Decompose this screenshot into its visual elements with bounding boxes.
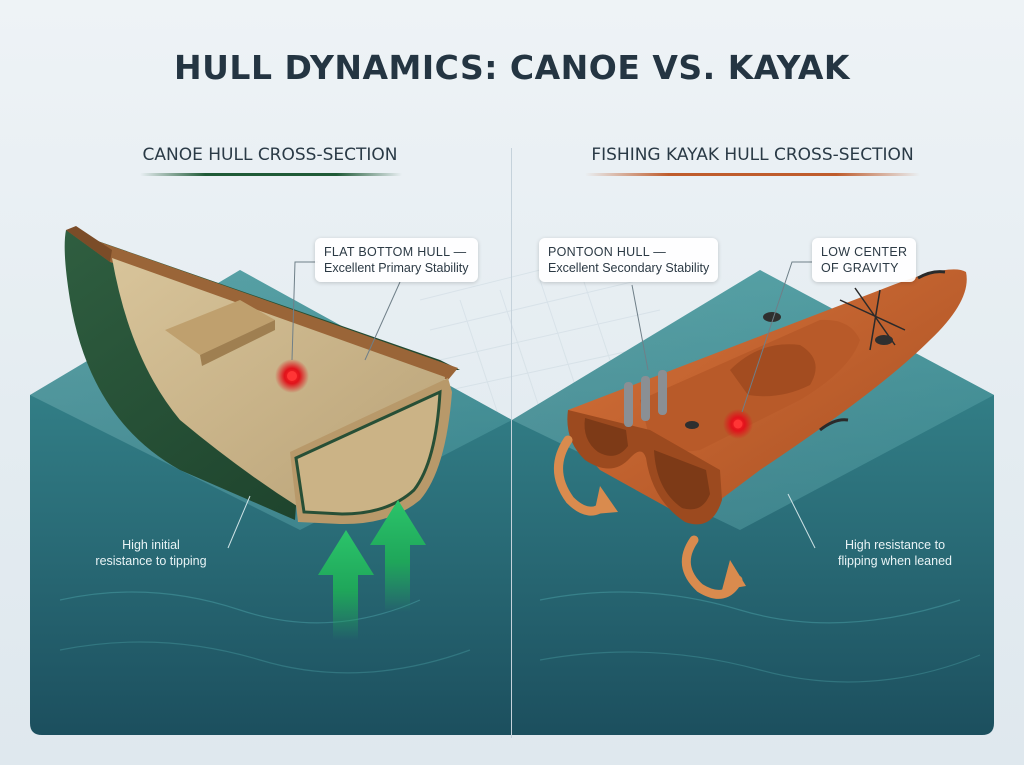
canoe-cog-dot bbox=[287, 371, 297, 381]
buoyancy-arrow-right-icon bbox=[370, 500, 426, 612]
page-title: HULL DYNAMICS: CANOE VS. KAYAK bbox=[174, 48, 850, 87]
kayak-note-leader bbox=[787, 493, 816, 549]
kayak-section-title: FISHING KAYAK HULL CROSS-SECTION bbox=[591, 145, 914, 165]
rotation-arrow-right-icon bbox=[681, 535, 743, 599]
flat-bottom-callout: FLAT BOTTOM HULL — Excellent Primary Sta… bbox=[315, 238, 478, 282]
kayak-note-line2: flipping when leaned bbox=[838, 554, 952, 568]
flat-bottom-callout-text: Excellent Primary Stability bbox=[324, 261, 469, 275]
pontoon-callout-text: Excellent Secondary Stability bbox=[548, 261, 710, 275]
canoe-note-line1: High initial bbox=[122, 538, 180, 552]
interior-leader bbox=[364, 281, 401, 361]
pontoon-callout-title: PONTOON HULL — bbox=[548, 245, 667, 259]
cog-leader bbox=[741, 261, 812, 413]
flat-bottom-callout-title: FLAT BOTTOM HULL — bbox=[324, 245, 467, 259]
rotation-arrowhead-right-icon bbox=[722, 560, 746, 590]
pontoon-leader bbox=[631, 284, 649, 371]
kayak-note-line1: High resistance to bbox=[844, 538, 946, 552]
center-of-gravity-callout: LOW CENTER OF GRAVITY bbox=[812, 238, 917, 282]
kayak-title-underline bbox=[585, 173, 920, 176]
panel-divider bbox=[511, 148, 512, 738]
pontoon-callout: PONTOON HULL — Excellent Secondary Stabi… bbox=[539, 238, 719, 282]
cog-callout-line2: OF GRAVITY bbox=[821, 261, 899, 275]
canoe-section-title: CANOE HULL CROSS-SECTION bbox=[142, 145, 398, 165]
canoe-note-leader bbox=[227, 495, 251, 549]
cog-callout-line1: LOW CENTER bbox=[821, 245, 908, 259]
rotation-arrowhead-left-icon bbox=[594, 486, 618, 514]
kayak-stability-note: High resistance to flipping when leaned bbox=[815, 537, 975, 569]
canoe-note-line2: resistance to tipping bbox=[95, 554, 207, 568]
kayak-hull bbox=[567, 269, 967, 525]
canoe-title-underline bbox=[140, 173, 402, 176]
buoyancy-arrows bbox=[318, 500, 426, 640]
canoe-stability-note: High initial resistance to tipping bbox=[76, 537, 226, 569]
buoyancy-arrow-left-icon bbox=[318, 530, 374, 640]
kayak-cog-dot bbox=[733, 419, 743, 429]
flat-hull-leader bbox=[291, 261, 318, 361]
background-grid bbox=[419, 249, 681, 421]
